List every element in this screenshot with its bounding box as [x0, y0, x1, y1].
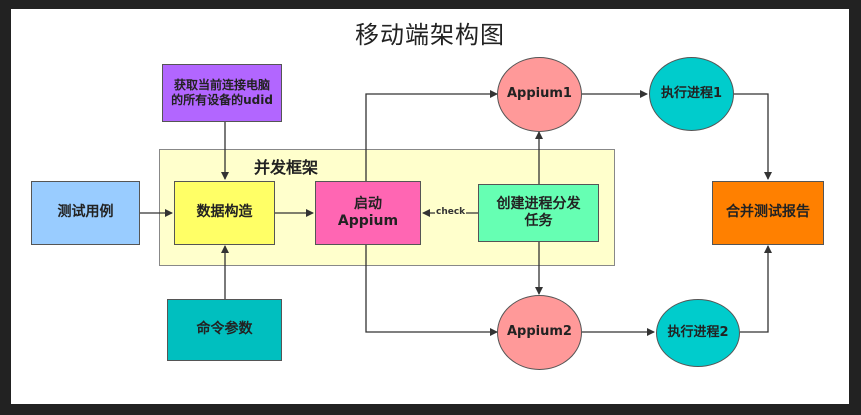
node-data-construct: 数据构造 — [174, 181, 275, 245]
node-appium1: Appium1 — [497, 57, 582, 132]
edge-proc1-to-report — [734, 93, 772, 180]
edge-start-to-appium1 — [365, 90, 498, 181]
node-test-cases: 测试用例 — [31, 181, 140, 245]
group-label: 并发框架 — [254, 158, 319, 177]
node-create-task: 创建进程分发 任务 — [478, 184, 599, 242]
edge-proc2-to-report — [740, 245, 772, 333]
node-process1: 执行进程1 — [649, 57, 734, 131]
node-merge-report: 合并测试报告 — [712, 181, 824, 245]
node-get-udid: 获取当前连接电脑 的所有设备的udid — [162, 64, 282, 122]
diagram-title: 移动端架构图 — [355, 21, 505, 49]
node-command-params: 命令参数 — [167, 299, 282, 361]
node-start-appium: 启动 Appium — [315, 181, 421, 245]
node-appium2: Appium2 — [497, 295, 582, 370]
node-process2: 执行进程2 — [656, 299, 740, 367]
edge-label-check: check — [435, 207, 467, 217]
edge-start-to-appium2 — [365, 245, 498, 336]
diagram-canvas: 移动端架构图 并发框架 — [11, 9, 849, 404]
